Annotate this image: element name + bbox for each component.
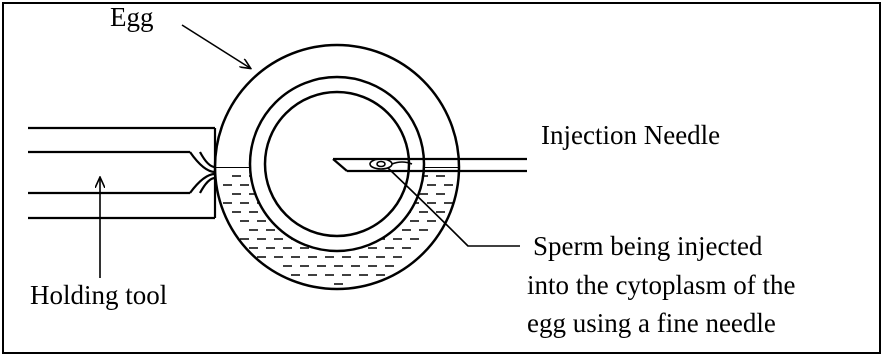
injection-needle-label: Injection Needle	[541, 120, 720, 150]
egg-label-arrow	[182, 25, 250, 68]
sperm-label-line-1: Sperm being injected	[533, 231, 763, 261]
egg-cytoplasm	[265, 92, 409, 236]
sperm-label-line-2: into the cytoplasm of the	[527, 270, 795, 300]
egg-label: Egg	[110, 2, 154, 32]
sperm-label-line-3: egg using a fine needle	[527, 308, 776, 338]
holding-tool-pipette	[28, 128, 215, 218]
holding-tool-label: Holding tool	[30, 280, 167, 310]
